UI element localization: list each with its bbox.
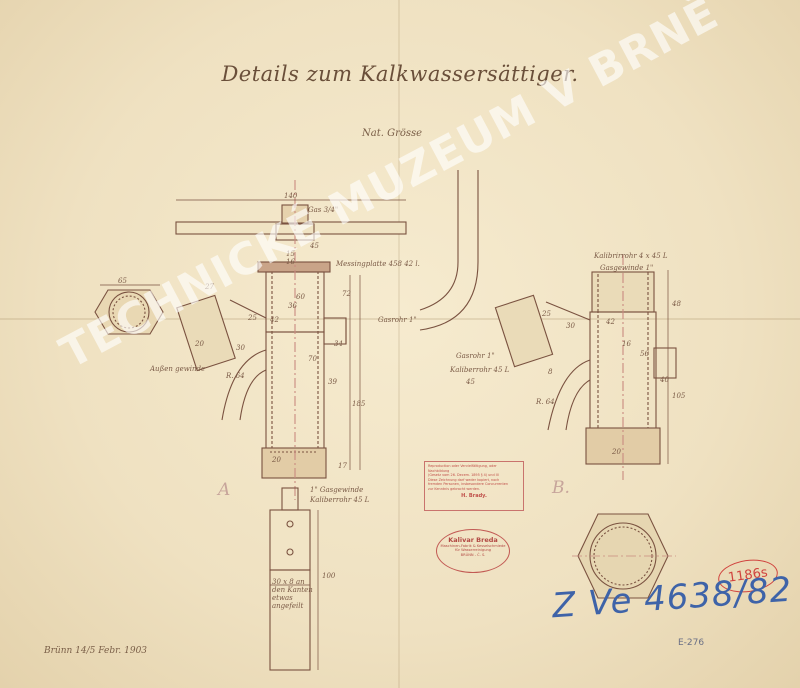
dim-b-20: 20: [612, 448, 621, 456]
dim-b-45: 45: [466, 378, 475, 386]
label-gas-pipe: Gasrohr 1": [378, 316, 417, 324]
dim-140: 140: [284, 192, 298, 200]
dim-100: 100: [322, 572, 336, 580]
dim-b-16: 16: [622, 340, 631, 348]
oval-stamp-line-2: für Wasserreinigung: [454, 548, 492, 553]
dim-34: 34: [334, 340, 343, 348]
label-calibre-top: Kalibrirrohr 4 x 45 L: [594, 252, 668, 260]
document-title: Details zum Kalkwassersättiger.: [221, 62, 579, 86]
dim-b-25: 25: [542, 310, 551, 318]
label-gas-pipe-b: Gasrohr 1": [456, 352, 495, 360]
dim-20: 20: [195, 340, 204, 348]
dim-25: 25: [248, 314, 257, 322]
oval-stamp-line-1: Maschinen-Fabrik & Kesselschmiede: [440, 544, 506, 548]
dim-27: 27: [205, 283, 214, 291]
dim-r64: R. 64: [226, 372, 245, 380]
dim-65: 65: [118, 277, 127, 285]
inventory-sub-number: E-276: [678, 638, 705, 648]
oval-stamp-line-3: BRÜNN - Č. S.: [460, 552, 486, 557]
dim-36: 36: [288, 302, 297, 310]
dim-b-40: 40: [660, 376, 669, 384]
dim-b-8: 8: [548, 368, 553, 376]
label-gas-thread-a: 1" Gasgewinde: [310, 486, 364, 494]
view-label-b: B.: [552, 478, 570, 498]
stamp-line-2: Nachbildung: [428, 468, 450, 473]
stamp-line-6: zur Kenntnis gebracht werden.: [428, 486, 481, 491]
coupling-a: [176, 294, 236, 372]
fold-line-vertical: [398, 0, 400, 688]
view-label-a: A: [218, 480, 231, 500]
dim-b-r64: R. 64: [536, 398, 555, 406]
dim-60: 60: [296, 293, 305, 301]
dim-b-105: 105: [672, 392, 686, 400]
company-oval-stamp: Kalivar Breda Maschinen-Fabrik & Kessels…: [436, 529, 510, 573]
dim-39: 39: [328, 378, 337, 386]
label-calibre-pipe-b: Kaliberrohr 45 L: [450, 366, 510, 374]
bottom-nut-a: [261, 447, 327, 479]
dim-72: 72: [342, 290, 351, 298]
dim-20b: 20: [272, 456, 281, 464]
stamp-line-4: Diese Zeichnung darf weder kopiert, noch: [428, 477, 500, 482]
label-outer-thread: Außen gewinde: [150, 365, 206, 373]
stamp-line-5: fremden Personen, insbesondere Concurren…: [428, 482, 509, 487]
dim-16: 16: [286, 258, 295, 266]
side-port-b: [653, 347, 677, 379]
elbow-a: [221, 349, 267, 421]
dim-45: 45: [310, 242, 319, 250]
label-edge-note: 30 x 8 an den Kanten etwas angefeilt: [272, 578, 313, 610]
hex-nut-a-bore: [108, 291, 150, 333]
dim-b-56: 56: [640, 350, 649, 358]
stamp-line-3: (Gesetz vom 26. Decem. 1895 § 4) und III: [428, 473, 499, 478]
elbow-b: [547, 359, 591, 431]
dim-b-42: 42: [606, 318, 615, 326]
stamp-line-1: Reproduction oder Vervielfältigung, oder: [428, 464, 497, 468]
dim-185: 185: [352, 400, 366, 408]
label-calibre-pipe-a: Kaliberrohr 45 L: [310, 496, 370, 504]
dim-b-30: 30: [566, 322, 575, 330]
dim-70: 70: [308, 355, 317, 363]
dim-42: 42: [270, 316, 279, 324]
fold-line-horizontal: [0, 318, 800, 320]
date-note: Brünn 14/5 Febr. 1903: [44, 646, 148, 656]
oval-stamp-name: Kalivar Breda: [448, 536, 498, 544]
copyright-stamp: Reproduction oder Vervielfältigung, oder…: [424, 461, 524, 511]
drain-plate: [269, 509, 311, 571]
dim-b-48: 48: [672, 300, 681, 308]
label-brass-plate: Messingplatte 458 42 l.: [336, 260, 420, 268]
coupling-b: [494, 294, 554, 368]
stamp-signature: H. Brady.: [461, 492, 487, 499]
document-subtitle: Nat. Grösse: [362, 128, 423, 139]
dim-15: 15: [286, 250, 295, 258]
dim-30: 30: [236, 344, 245, 352]
dim-17: 17: [338, 462, 347, 470]
label-gas-thread: Gas 3/4": [308, 206, 339, 214]
label-gas-thread-top: Gasgewinde 1": [600, 264, 654, 272]
